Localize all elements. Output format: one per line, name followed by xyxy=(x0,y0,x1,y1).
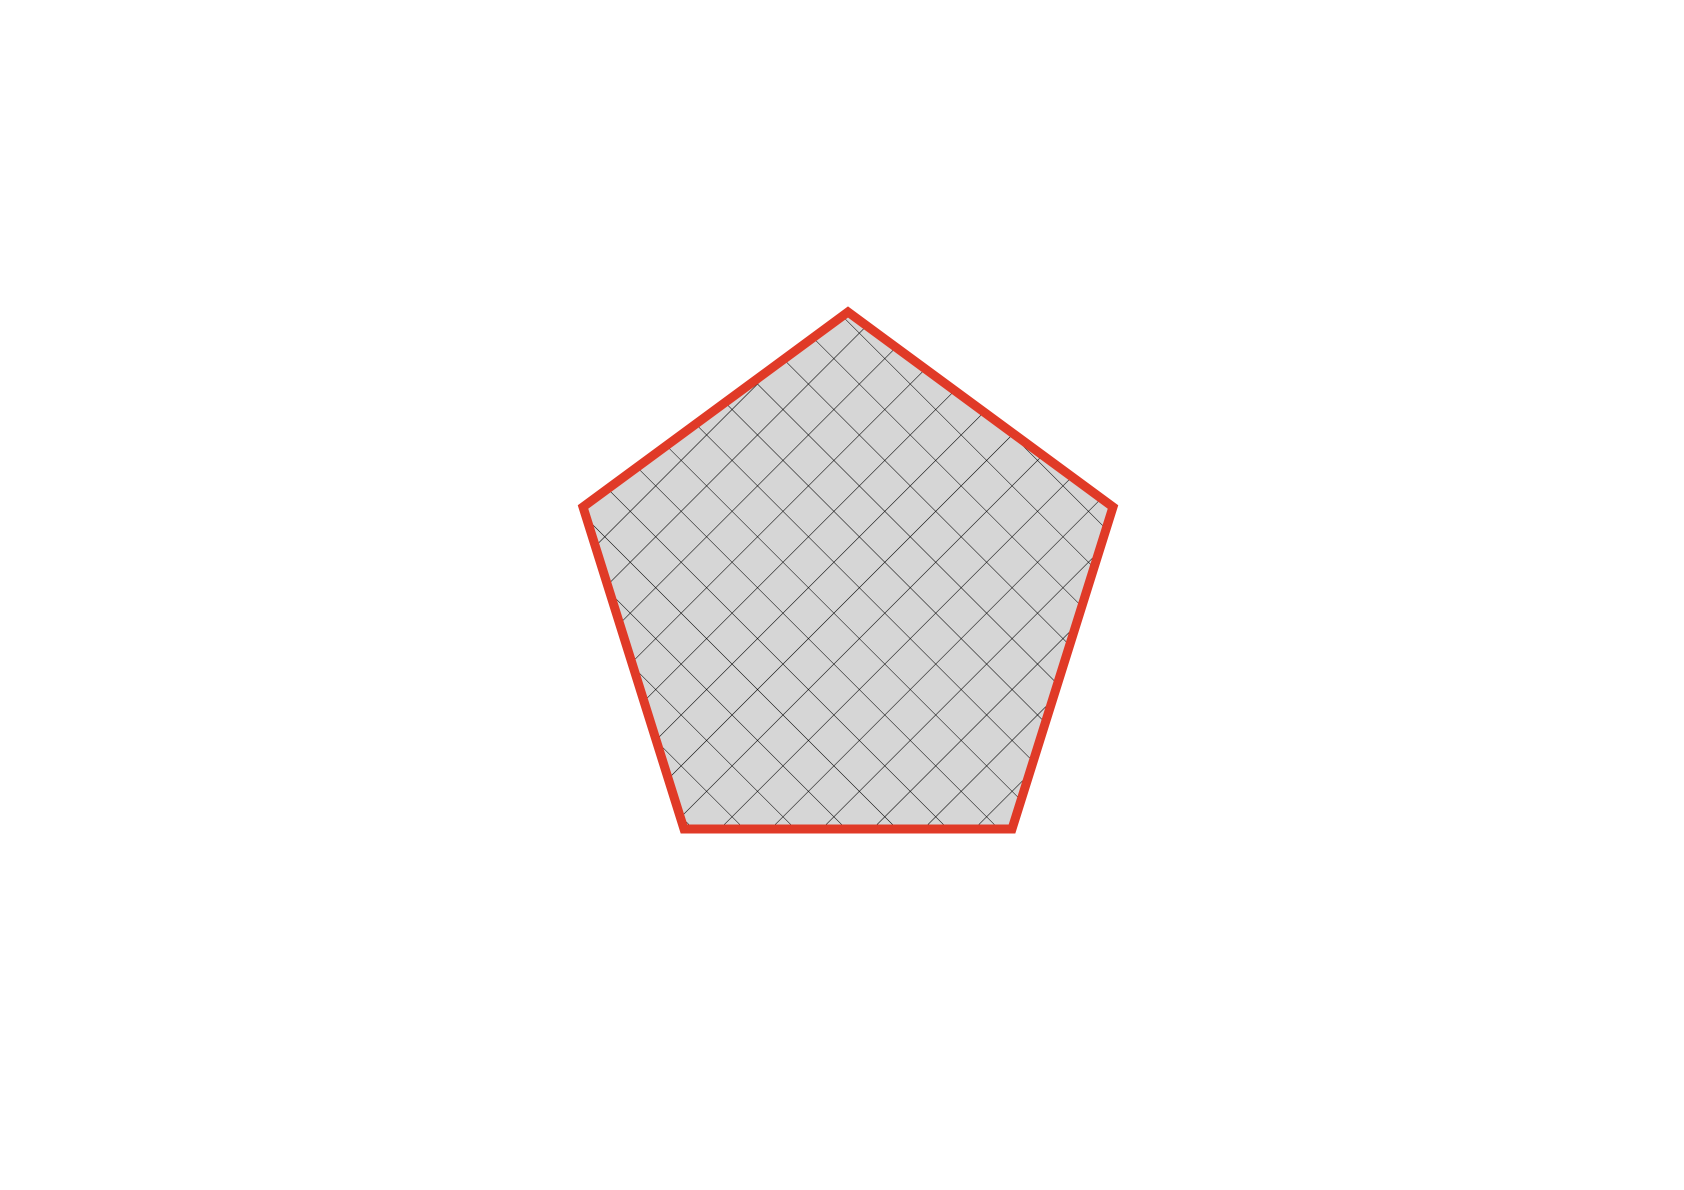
pentagon-outline xyxy=(577,306,1119,834)
